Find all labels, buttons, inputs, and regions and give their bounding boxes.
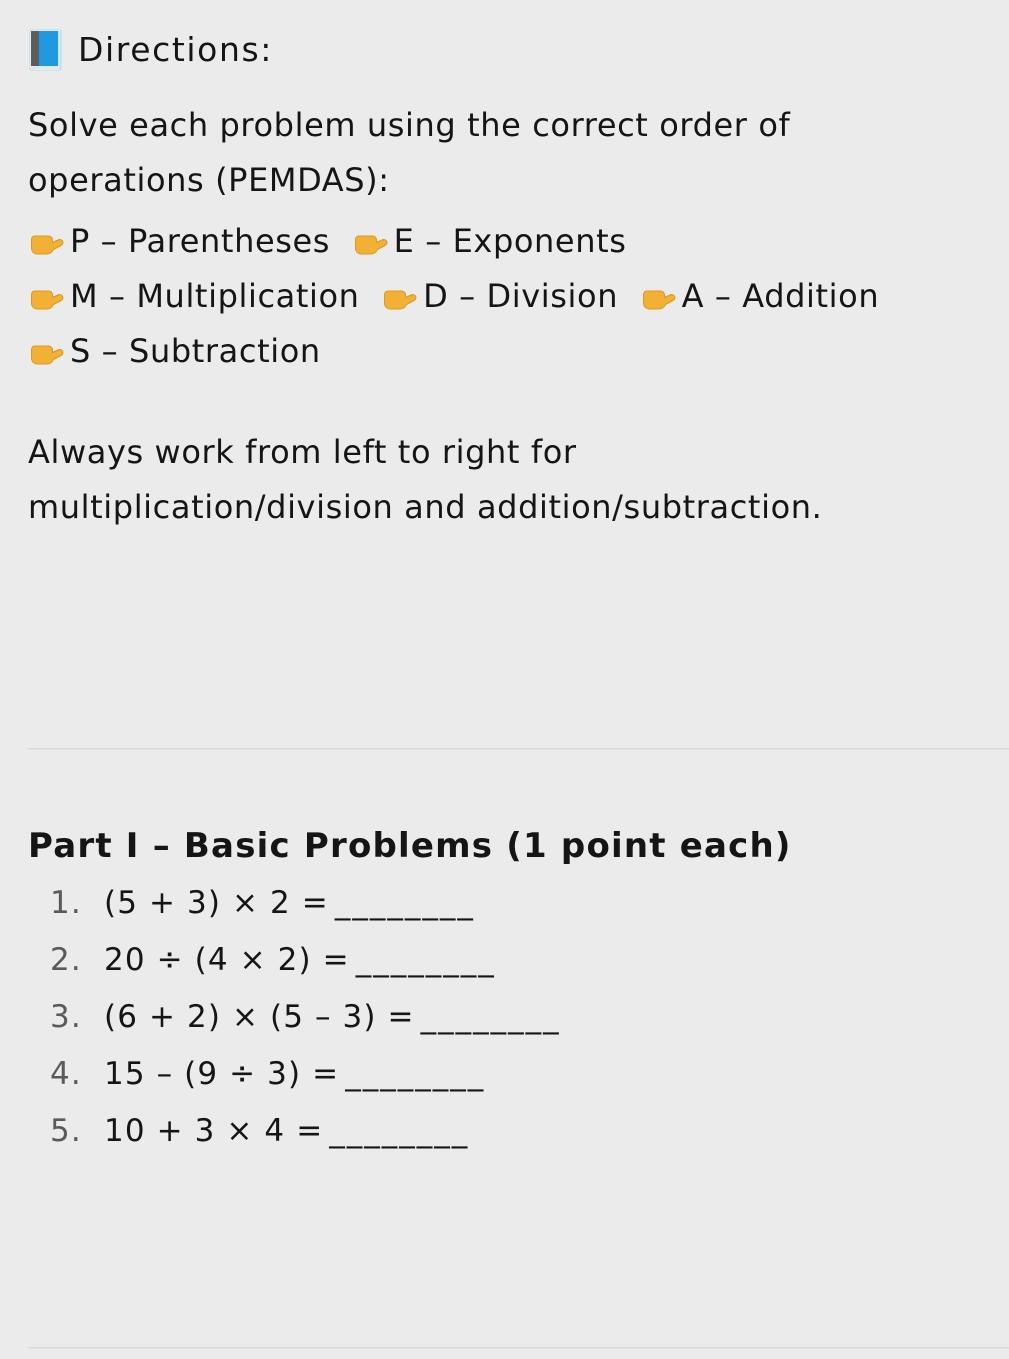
pemdas-item-label: S – Subtraction — [70, 332, 321, 371]
pemdas-item-exponents: E – Exponents — [352, 222, 627, 260]
pointing-right-hand-icon — [640, 274, 680, 310]
paragraph-spacer — [28, 379, 968, 425]
pointing-right-hand-icon — [28, 274, 68, 310]
problem-number: 1. — [50, 885, 82, 921]
pemdas-item-division: D – Division — [381, 277, 618, 315]
answer-blank[interactable]: ________ — [345, 1056, 486, 1092]
problem-number: 3. — [50, 999, 82, 1035]
answer-blank[interactable]: ________ — [355, 942, 496, 978]
problem-item: 5. 10 + 3 × 4 = ________ — [28, 1116, 981, 1147]
problem-expression: (6 + 2) × (5 – 3) = — [104, 999, 415, 1035]
directions-intro-text: Solve each problem using the correct ord… — [28, 106, 791, 200]
problem-number: 5. — [50, 1113, 82, 1149]
directions-title: Directions: — [78, 29, 273, 69]
pemdas-item-label: D – Division — [423, 277, 619, 316]
directions-body: Solve each problem using the correct ord… — [28, 98, 968, 535]
problem-number: 4. — [50, 1056, 82, 1092]
order-note-line-1: Always work from left to right for — [28, 433, 577, 472]
pemdas-item-subtraction: S – Subtraction — [28, 332, 321, 370]
pemdas-list: P – Parentheses E – Exponents M – Multip… — [28, 214, 958, 379]
pemdas-item-label: M – Multiplication — [70, 277, 360, 316]
problem-expression: 15 – (9 ÷ 3) = — [104, 1056, 340, 1092]
pemdas-item-label: E – Exponents — [393, 222, 627, 261]
order-note-line-2: multiplication/division and addition/sub… — [28, 488, 823, 527]
answer-blank[interactable]: ________ — [329, 1113, 470, 1149]
part-one-heading: Part I – Basic Problems (1 point each) — [28, 826, 792, 866]
pemdas-item-label: P – Parentheses — [70, 222, 331, 261]
pointing-right-hand-icon — [28, 329, 68, 365]
blue-book-icon — [28, 28, 64, 72]
pointing-right-hand-icon — [28, 219, 68, 255]
section-divider-top — [28, 748, 1009, 749]
problem-expression: 20 ÷ (4 × 2) = — [104, 942, 350, 978]
directions-header: Directions: — [28, 28, 981, 72]
pemdas-item-label: A – Addition — [681, 277, 880, 316]
pemdas-item-parentheses: P – Parentheses — [28, 222, 330, 260]
directions-section: Directions: Solve each problem using the… — [0, 0, 1009, 535]
problem-item: 2. 20 ÷ (4 × 2) = ________ — [28, 945, 981, 976]
problem-number: 2. — [50, 942, 82, 978]
section-divider-bottom — [28, 1347, 1009, 1348]
problem-list: 1. (5 + 3) × 2 = ________ 2. 20 ÷ (4 × 2… — [28, 888, 981, 1147]
problem-item: 3. (6 + 2) × (5 – 3) = ________ — [28, 1002, 981, 1033]
pemdas-item-addition: A – Addition — [640, 277, 880, 315]
problem-expression: (5 + 3) × 2 = — [104, 885, 329, 921]
problem-item: 1. (5 + 3) × 2 = ________ — [28, 888, 981, 919]
pointing-right-hand-icon — [381, 274, 421, 310]
answer-blank[interactable]: ________ — [420, 999, 561, 1035]
pemdas-item-multiplication: M – Multiplication — [28, 277, 360, 315]
problem-expression: 10 + 3 × 4 = — [104, 1113, 324, 1149]
part-one-section: Part I – Basic Problems (1 point each) 1… — [0, 826, 1009, 1173]
pointing-right-hand-icon — [352, 219, 392, 255]
answer-blank[interactable]: ________ — [334, 885, 475, 921]
problem-item: 4. 15 – (9 ÷ 3) = ________ — [28, 1059, 981, 1090]
